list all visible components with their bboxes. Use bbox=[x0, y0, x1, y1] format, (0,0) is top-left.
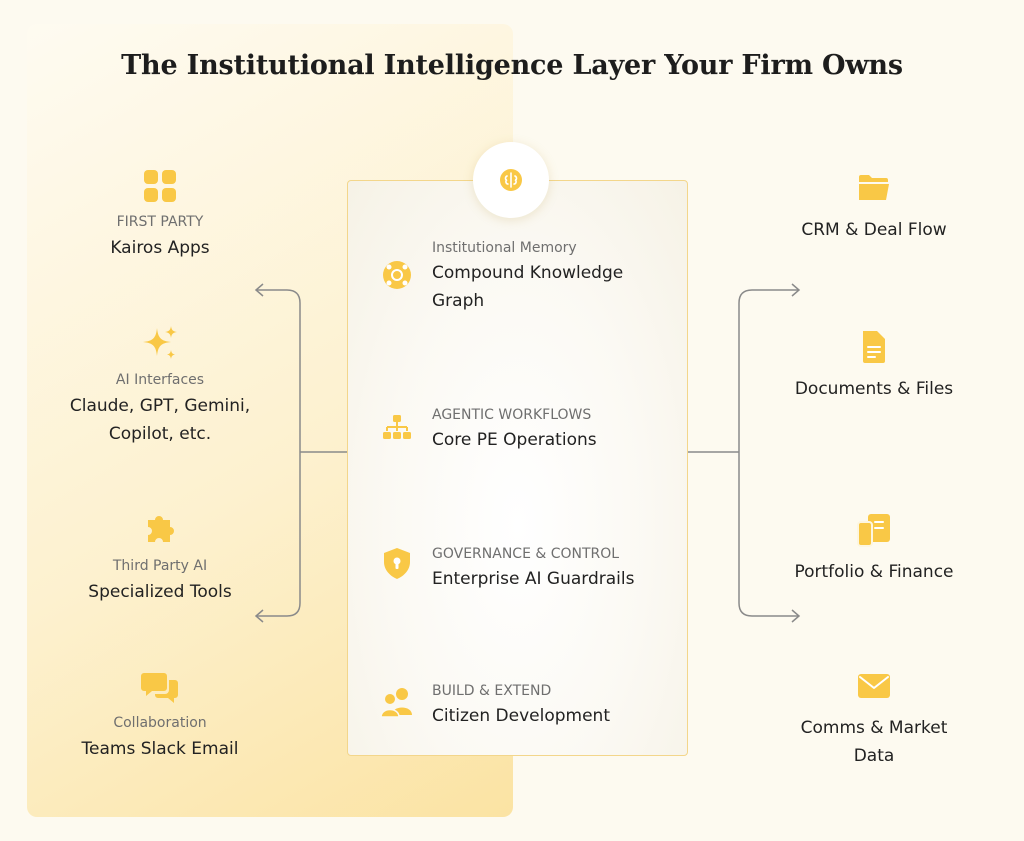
item-caption: BUILD & EXTEND bbox=[432, 683, 552, 699]
right-item-comms: Comms & Market Data bbox=[754, 666, 994, 770]
item-label: Teams Slack Email bbox=[81, 739, 239, 759]
item-label: CRM & Deal Flow bbox=[801, 220, 947, 240]
item-caption: GOVERNANCE & CONTROL bbox=[432, 546, 620, 562]
puzzle-icon bbox=[148, 516, 174, 542]
envelope-icon bbox=[858, 674, 890, 698]
item-caption: Collaboration bbox=[113, 715, 207, 731]
item-label: Enterprise AI Guardrails bbox=[432, 569, 635, 589]
left-arrow-top bbox=[254, 283, 264, 297]
item-caption: Third Party AI bbox=[112, 558, 208, 574]
item-label: Compound Knowledge Graph bbox=[432, 263, 624, 311]
knowledge-graph-icon bbox=[383, 261, 411, 289]
right-item-documents: Documents & Files bbox=[754, 327, 994, 403]
brain-badge bbox=[473, 142, 549, 218]
chat-bubbles-icon bbox=[141, 673, 178, 703]
item-label: Claude, GPT, Gemini, Copilot, etc. bbox=[69, 396, 251, 444]
item-caption: Institutional Memory bbox=[432, 240, 577, 256]
sparkles-icon bbox=[143, 326, 177, 359]
right-bracket-line bbox=[738, 289, 798, 617]
item-label: Kairos Apps bbox=[110, 238, 210, 258]
item-label: Portfolio & Finance bbox=[794, 562, 954, 582]
left-item-first-party: FIRST PARTY Kairos Apps bbox=[40, 166, 280, 262]
left-bracket-line bbox=[257, 289, 301, 617]
item-label: Citizen Development bbox=[432, 706, 610, 726]
shield-lock-icon bbox=[384, 548, 410, 579]
item-caption: AGENTIC WORKFLOWS bbox=[432, 407, 592, 423]
right-arrow-top bbox=[791, 283, 801, 297]
brain-icon bbox=[500, 169, 522, 191]
item-label: Core PE Operations bbox=[432, 430, 597, 450]
item-caption: AI Interfaces bbox=[115, 372, 205, 388]
page-title: The Institutional Intelligence Layer You… bbox=[121, 50, 903, 81]
left-item-ai-interfaces: AI Interfaces Claude, GPT, Gemini, Copil… bbox=[40, 324, 280, 448]
portfolio-icon bbox=[857, 514, 890, 547]
left-item-third-party-ai: Third Party AI Specialized Tools bbox=[40, 510, 280, 606]
folder-icon bbox=[859, 175, 889, 200]
users-icon bbox=[380, 688, 412, 718]
document-icon bbox=[863, 331, 885, 363]
item-label: Comms & Market Data bbox=[800, 718, 948, 766]
right-item-portfolio: Portfolio & Finance bbox=[754, 510, 994, 586]
left-arrow-bottom bbox=[254, 609, 264, 623]
item-label: Specialized Tools bbox=[88, 582, 232, 602]
left-item-collaboration: Collaboration Teams Slack Email bbox=[40, 667, 280, 763]
right-arrow-bottom bbox=[791, 609, 801, 623]
right-item-crm: CRM & Deal Flow bbox=[754, 168, 994, 244]
item-label: Documents & Files bbox=[794, 379, 954, 399]
item-caption: FIRST PARTY bbox=[116, 214, 204, 230]
apps-grid-icon bbox=[144, 170, 176, 202]
workflow-hierarchy-icon bbox=[383, 415, 411, 439]
